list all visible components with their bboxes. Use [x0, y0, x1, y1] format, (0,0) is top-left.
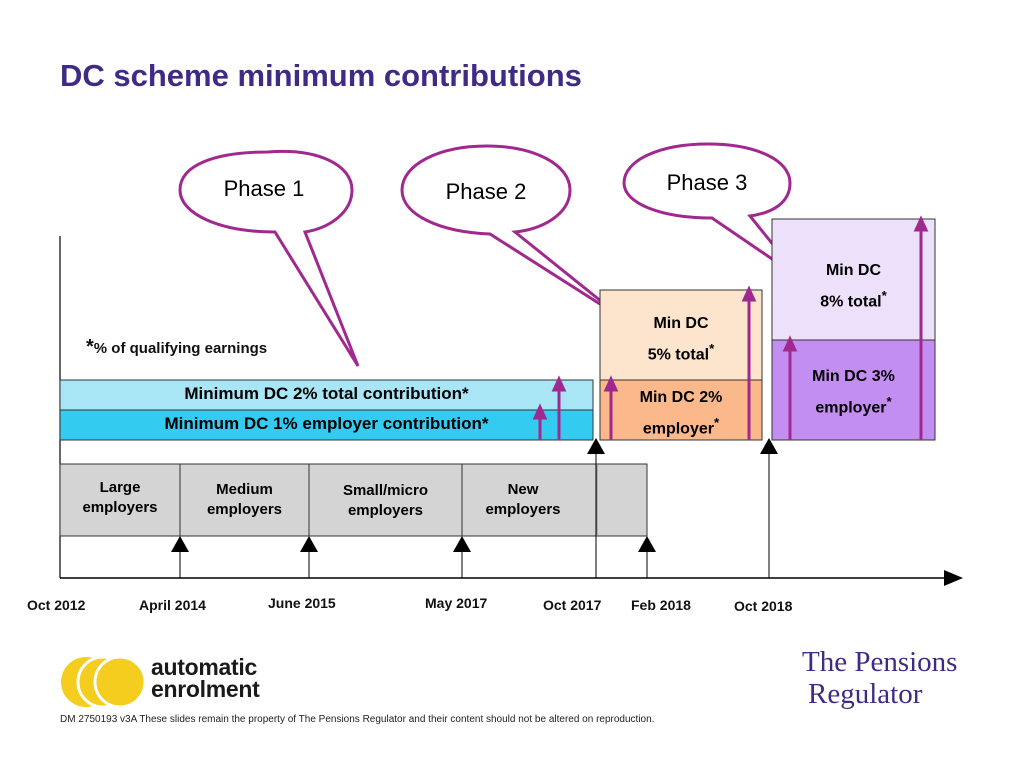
marker-feb-2018	[638, 536, 656, 552]
phase2-employer-star: *	[713, 415, 720, 430]
automatic-enrolment-logo-mark	[61, 655, 147, 709]
group-medium-line2: employers	[206, 501, 283, 518]
date-june-2015: June 2015	[268, 595, 336, 611]
group-medium-line1: Medium	[216, 481, 273, 498]
phase3-employer-label: Min DC 3% employer*	[772, 364, 935, 420]
phase3-employer-line2: employer	[815, 399, 887, 417]
group-small-line1: Small/micro	[342, 482, 429, 499]
group-small-line2: employers	[347, 502, 424, 519]
phase2-total-label: Min DC 5% total*	[600, 311, 762, 367]
phase1-total-bar	[59, 379, 594, 411]
up-arrows	[532, 215, 929, 440]
phase3-total-line1: Min DC	[825, 262, 882, 279]
date-feb-2018: Feb 2018	[631, 597, 691, 613]
date-oct-2012: Oct 2012	[27, 597, 86, 613]
phase2-total-line1: Min DC	[653, 315, 709, 332]
page-title: DC scheme minimum contributions	[60, 58, 582, 93]
marker-may-2017	[453, 536, 471, 552]
marker-april-2014	[171, 536, 189, 552]
phase3-bubble	[622, 142, 802, 280]
group-new-line1: New	[507, 481, 539, 498]
phase2-employer-box	[599, 379, 763, 441]
phase2-employer-label: Min DC 2% employer*	[600, 385, 762, 441]
phase2-bubble	[400, 144, 623, 320]
group-new-line2: employers	[485, 501, 561, 518]
date-oct-2017: Oct 2017	[543, 597, 602, 613]
date-april-2014: April 2014	[139, 597, 206, 613]
group-small-micro-employers: Small/micro employers	[309, 481, 462, 521]
group-large-line2: employers	[82, 499, 158, 516]
marker-june-2015	[300, 536, 318, 552]
marker-oct-2018	[760, 438, 778, 454]
phase2-total-box	[599, 289, 763, 381]
phase2-employer-line1: Min DC 2%	[639, 389, 723, 406]
automatic-enrolment-wordmark-line2: enrolment	[151, 676, 260, 702]
phase2-total-star: *	[709, 341, 715, 356]
phase1-employer-label: Minimum DC 1% employer contribution*	[164, 414, 489, 433]
phase1-bubble	[178, 149, 360, 367]
date-may-2017: May 2017	[425, 595, 488, 611]
phase2-label: Phase 2	[445, 179, 527, 204]
pensions-regulator-logo-line2: Regulator	[808, 678, 923, 710]
phase3-total-line2: 8% total	[820, 293, 882, 311]
phase3-total-box	[771, 218, 936, 341]
marker-oct-2017	[587, 438, 605, 454]
group-large-employers: Large employers	[60, 478, 180, 518]
phase3-employer-star: *	[886, 394, 892, 409]
phase3-employer-box	[771, 339, 936, 441]
date-oct-2018: Oct 2018	[734, 598, 793, 614]
phase1-employer-bar	[59, 409, 594, 441]
timeline-arrowhead	[944, 570, 963, 586]
group-large-line1: Large	[99, 479, 141, 496]
note-text: % of qualifying earnings	[93, 340, 268, 357]
group-new-employers: New employers	[462, 480, 584, 520]
pensions-regulator-logo-line1: The Pensions	[802, 646, 958, 678]
phase3-total-star: *	[881, 288, 887, 303]
phase2-employer-line2: employer	[642, 420, 714, 438]
note-asterisk: *	[86, 336, 94, 358]
phase3-label: Phase 3	[666, 170, 748, 195]
phase3-total-label: Min DC 8% total*	[772, 258, 935, 314]
phase2-total-line2: 5% total	[647, 346, 710, 364]
group-medium-employers: Medium employers	[180, 480, 309, 520]
employer-group-band	[59, 463, 648, 537]
footer-disclaimer: DM 2750193 v3A These slides remain the p…	[60, 714, 655, 725]
phase3-employer-line1: Min DC 3%	[812, 368, 895, 385]
phase1-total-label: Minimum DC 2% total contribution*	[184, 384, 469, 403]
phase1-label: Phase 1	[223, 176, 305, 201]
qualifying-earnings-note: *% of qualifying earnings	[86, 336, 267, 359]
automatic-enrolment-wordmark-line1: automatic	[151, 654, 257, 680]
